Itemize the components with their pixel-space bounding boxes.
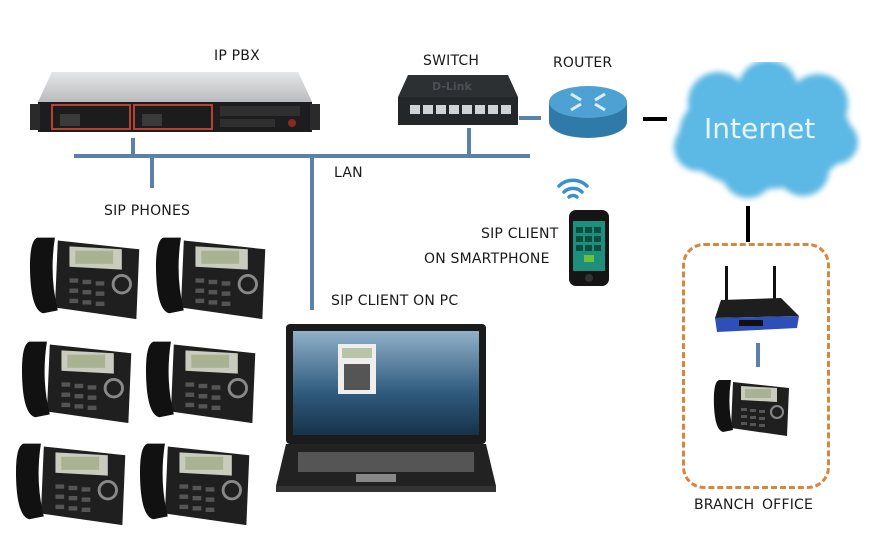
- router-icon: [547, 80, 629, 144]
- switch-brand-logo: D-Link: [432, 80, 472, 93]
- branch-office-label: BRANCH OFFICE: [694, 497, 814, 513]
- branch-wireless-router: [711, 264, 803, 344]
- lan-label: LAN: [334, 165, 363, 181]
- sip-client-pc-label: SIP CLIENT ON PC: [331, 293, 459, 309]
- internet-label: Internet: [704, 112, 816, 145]
- sip-client-smartphone-label-line2: ON SMARTPHONE: [424, 251, 550, 267]
- sip-phones-label: SIP PHONES: [104, 203, 191, 219]
- internet-cloud: Internet: [668, 62, 862, 202]
- sip-phone: [150, 226, 270, 322]
- sip-phone: [134, 432, 254, 528]
- router-label: ROUTER: [553, 55, 613, 71]
- ip-pbx-server: [30, 68, 320, 138]
- internet-branch-link: [746, 206, 750, 242]
- sip-phone: [10, 432, 130, 528]
- ip-pbx-label: IP PBX: [214, 48, 260, 64]
- sip-phone: [24, 226, 144, 322]
- switch-router-link: [519, 116, 541, 120]
- wifi-icon: [556, 175, 590, 203]
- switch-device: D-Link: [396, 75, 520, 130]
- switch-label: SWITCH: [423, 53, 480, 69]
- branch-sip-phone: [711, 372, 791, 438]
- phones-drop: [150, 156, 154, 188]
- sip-phone: [140, 330, 260, 426]
- pc-drop: [310, 156, 314, 310]
- sip-client-smartphone-label-line1: SIP CLIENT: [481, 226, 559, 242]
- router-internet-link: [643, 117, 667, 121]
- sip-phone: [16, 330, 136, 426]
- pbx-drop: [131, 138, 135, 156]
- branch-office-box: [682, 243, 830, 489]
- smartphone-device: [568, 209, 610, 287]
- lan-backbone: [74, 154, 530, 158]
- branch-router-phone-link: [756, 343, 760, 367]
- switch-drop: [467, 128, 471, 156]
- laptop-device: [276, 322, 496, 498]
